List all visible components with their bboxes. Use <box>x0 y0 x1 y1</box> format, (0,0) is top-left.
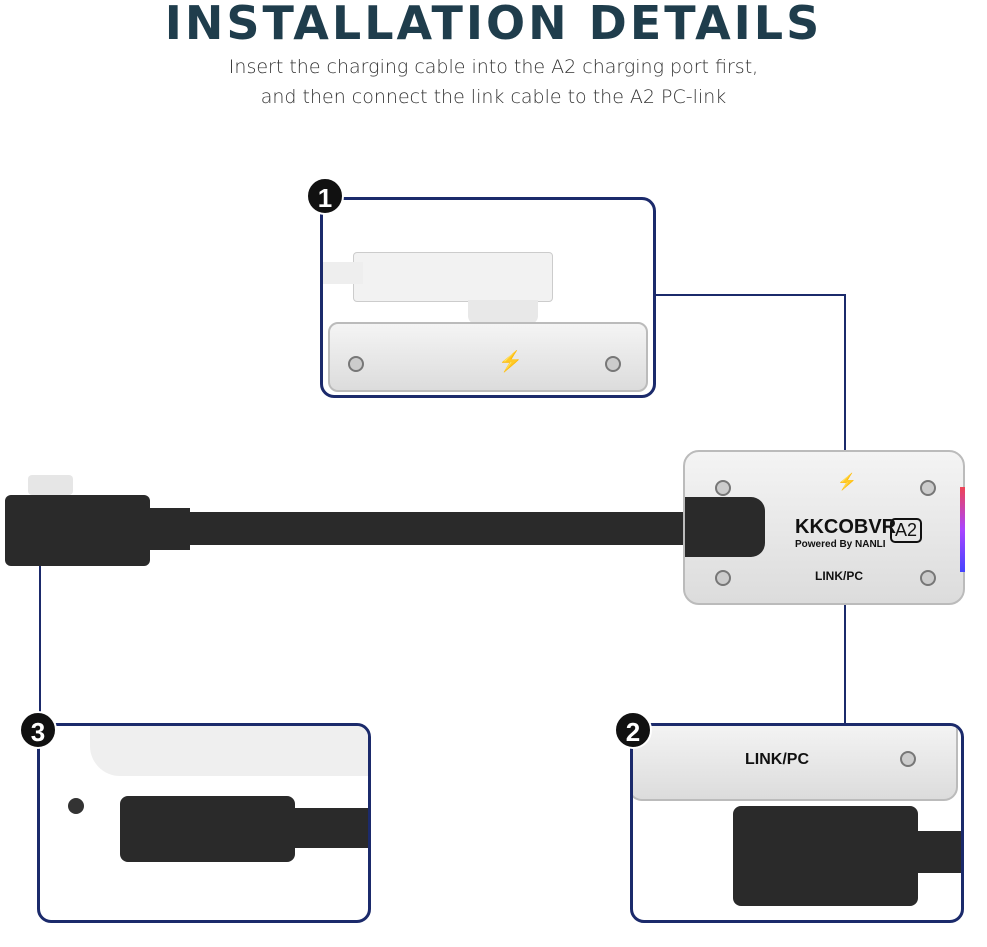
detail-box-charging-port: ⚡ <box>320 197 656 398</box>
device-closeup: ⚡ <box>328 322 648 392</box>
lightning-icon: ⚡ <box>837 474 857 491</box>
device-closeup: LINK/PC <box>633 726 958 801</box>
link-cable <box>190 512 690 545</box>
cable-housing <box>685 497 765 557</box>
connector-line-2 <box>844 604 846 724</box>
link-cable-plug <box>733 806 918 906</box>
detail-box-link-port: LINK/PC <box>630 723 964 923</box>
screw-icon <box>900 751 916 767</box>
led-strip <box>960 487 965 572</box>
plug-connector <box>468 300 538 324</box>
brand-label: KKCOBVR <box>795 516 897 538</box>
subtitle-line-2: and then connect the link cable to the A… <box>260 86 727 108</box>
charging-cable <box>323 262 363 284</box>
sensor-dot <box>68 798 84 814</box>
model-label: A2 <box>890 518 923 543</box>
connector-line-1b <box>844 294 846 450</box>
screw-icon <box>920 570 936 586</box>
port-label: LINK/PC <box>745 751 809 768</box>
screw-icon <box>348 356 364 372</box>
page-title: INSTALLATION DETAILS <box>164 0 823 50</box>
plug-tip <box>28 475 73 495</box>
detail-box-headset-port <box>37 723 371 923</box>
cable-plug-left <box>5 495 150 566</box>
cable <box>295 808 368 848</box>
step-badge-1: 1 <box>306 177 344 215</box>
cable-plug <box>120 796 295 862</box>
screw-icon <box>605 356 621 372</box>
port-label: LINK/PC <box>815 569 863 583</box>
screw-icon <box>715 570 731 586</box>
cable-strain-relief <box>150 508 190 550</box>
screw-icon <box>920 480 936 496</box>
step-badge-2: 2 <box>614 711 652 749</box>
connector-line-3 <box>39 565 41 725</box>
screw-icon <box>715 480 731 496</box>
charging-cable-plug <box>353 252 553 302</box>
powered-label: Powered By NANLI <box>795 539 886 550</box>
cable <box>918 831 961 873</box>
a2-device: ⚡ KKCOBVR Powered By NANLI A2 LINK/PC <box>683 450 965 605</box>
lightning-icon: ⚡ <box>498 351 523 373</box>
subtitle-line-1: Insert the charging cable into the A2 ch… <box>228 56 759 78</box>
headset-body <box>90 726 368 776</box>
connector-line-1 <box>655 294 846 296</box>
step-badge-3: 3 <box>19 711 57 749</box>
